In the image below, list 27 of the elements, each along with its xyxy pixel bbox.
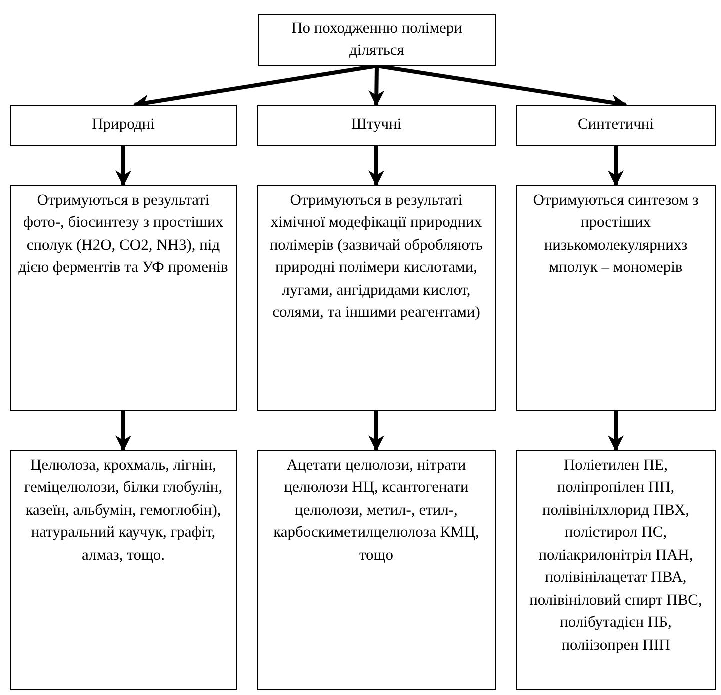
description-box	[257, 185, 496, 411]
description-box	[10, 450, 237, 690]
box-text: Поліетилен ПЕ, поліпропілен ПП, полівінілхлорид ПВХ, полістирол ПС, поліакрилонітріл ПАН, полівінілацетат ПВА, полівініловий спирт ПВС, полібутадієн ПБ, поліізопрен ПІП	[528, 456, 704, 656]
arrow	[608, 411, 624, 452]
arrow	[368, 146, 384, 187]
box-text: По походженню полімери діляться	[290, 18, 464, 61]
arrow	[368, 66, 385, 107]
box-text: Отримуються в результаті фото-, біосинтезу з простіших сполук (H2O, CO2, NH3), під дією ферментів та УФ променів	[18, 191, 230, 278]
description-box	[10, 185, 237, 411]
arrow	[116, 146, 132, 187]
box-text: Штучні	[351, 115, 402, 136]
description-box	[257, 450, 496, 690]
arrow	[608, 146, 624, 187]
category-box	[257, 105, 496, 146]
category-box	[516, 105, 716, 146]
box-text: Природні	[92, 115, 155, 136]
description-box	[516, 450, 716, 690]
category-box	[258, 14, 496, 66]
arrow	[116, 411, 132, 452]
box-text: Отримуються синтезом з простіших низькомолекулярнихз мполук – мономерів	[532, 191, 700, 278]
arrow	[368, 411, 384, 452]
box-text: Ацетати целюлози, нітрати целюлози НЦ, ксантогенати целюлози, метил-, етил-, карбоскиметилцелюлоза КМЦ, тощо	[272, 456, 480, 566]
box-text: Синтетичні	[578, 115, 654, 136]
box-text: Отримуються в результаті хімічної модефікації природних полімерів (зазвичай обробляють природні полімери кислотами, лугами, ангідридами кислот, солями, та іншими реагентами)	[268, 191, 484, 324]
category-box	[10, 105, 237, 146]
box-text: Целюлоза, крохмаль, лігнін, геміцелюлози, білки глобулін, казеїн, альбумін, гемоглобін), натуральний каучук, графіт, алмаз, тощо.	[23, 456, 224, 566]
description-box	[516, 185, 716, 411]
